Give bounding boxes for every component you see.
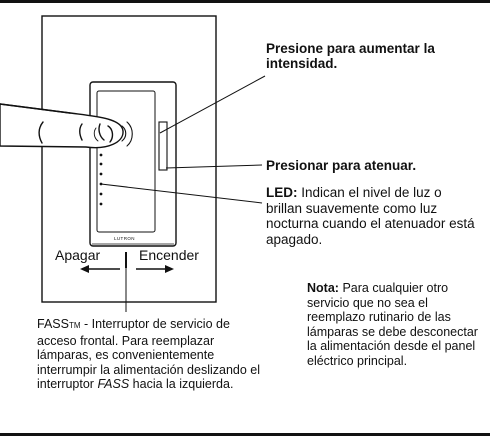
led-description: Indican el nivel de luz o brillan suavem… — [266, 185, 475, 247]
fass-text-2: hacia la izquierda. — [129, 377, 234, 391]
led-indicator — [99, 162, 103, 166]
on-arrow — [136, 265, 174, 273]
on-label: Encender — [139, 247, 199, 263]
led-term: LED: — [266, 185, 298, 200]
led-indicator — [99, 153, 103, 157]
brand-label: LUTRON — [114, 236, 135, 241]
note-term: Nota: — [307, 281, 339, 295]
lower-callout: Presionar para atenuar. — [266, 158, 417, 173]
top-rule — [0, 0, 490, 3]
off-label: Apagar — [55, 247, 101, 263]
fass-tm: TM — [68, 321, 81, 330]
fass-text-1: - Interruptor de servicio de acceso fron… — [37, 317, 261, 391]
led-callout: LED: Indican el nivel de luz o brillan s… — [266, 185, 480, 247]
bottom-rule — [0, 433, 490, 436]
raise-callout: Presione para aumentar la intensidad. — [266, 41, 435, 71]
fass-name: FASS — [37, 317, 69, 331]
raise-leader-line — [159, 75, 266, 134]
led-indicators — [99, 153, 103, 206]
intensity-rocker — [158, 121, 168, 171]
led-leader-line — [100, 183, 263, 204]
lower-leader-line — [165, 164, 263, 169]
note-text: Para cualquier otro servicio que no sea … — [307, 281, 478, 368]
tap-pad — [96, 90, 156, 233]
off-arrow — [80, 265, 120, 273]
pointing-finger — [0, 103, 133, 149]
fass-description: FASSTM - Interruptor de servicio de acce… — [37, 317, 271, 392]
led-indicator — [99, 192, 103, 196]
fass-name-italic: FASS — [97, 377, 130, 391]
led-indicator — [99, 172, 103, 176]
service-note: Nota: Para cualquier otro servicio que n… — [307, 281, 485, 368]
led-indicator — [99, 202, 103, 206]
